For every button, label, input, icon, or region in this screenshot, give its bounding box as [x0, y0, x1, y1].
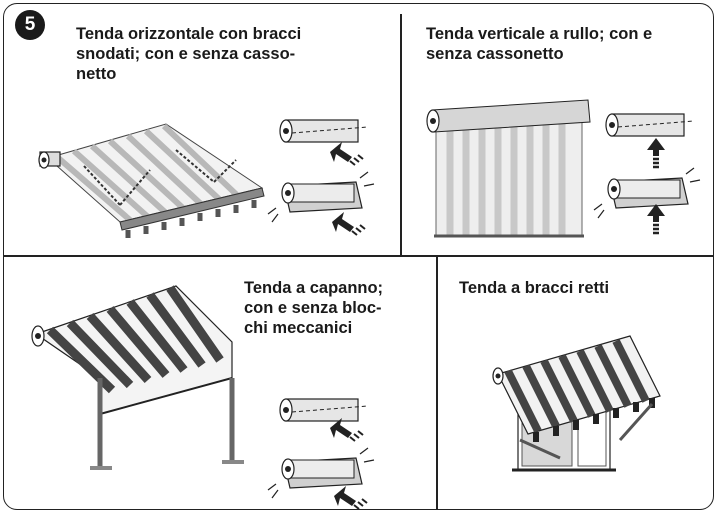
panel-title-vertical-roller: Tenda verticale a rullo; con e senza cas… [426, 25, 653, 63]
panel-title-hood-awning: Tenda a capanno; con e senza bloc- chi m… [244, 279, 384, 337]
vertical-roller-illustration [426, 99, 701, 238]
divider-bottom-vertical [436, 256, 438, 510]
panel-title-horizontal-awning: Tenda orizzontale con bracci snodati; co… [76, 25, 302, 83]
figure-number-badge: 5 [15, 10, 45, 40]
panel-title-straight-arm-awning: Tenda a bracci retti [459, 279, 610, 297]
horizontal-awning-illustration [38, 119, 375, 238]
straight-arm-illustration [492, 335, 661, 472]
hood-awning-illustration [31, 285, 375, 510]
divider-horizontal [3, 255, 714, 257]
divider-top-vertical [400, 14, 402, 256]
